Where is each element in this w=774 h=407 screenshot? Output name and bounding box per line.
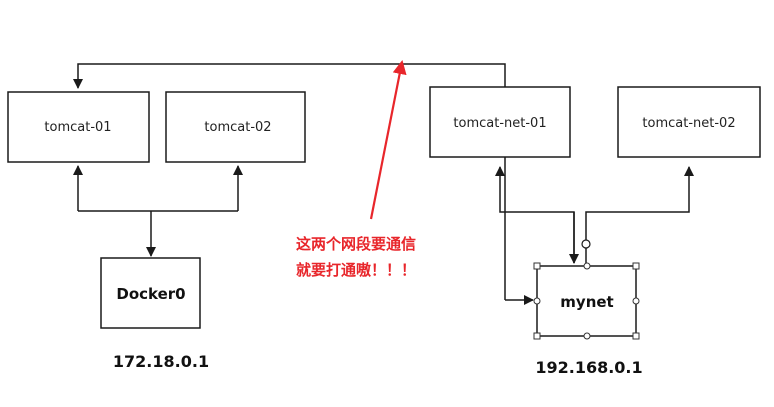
tomcatnet01-label: tomcat-net-01 xyxy=(453,116,546,131)
tomcatnet01-connector xyxy=(495,166,575,263)
handle-right-mid[interactable] xyxy=(632,297,640,305)
handle-top-mid[interactable] xyxy=(583,262,591,270)
selection-handles[interactable] xyxy=(533,262,640,340)
bridge-connector xyxy=(73,63,506,300)
annotation-line-2: 就要打通嗷！！！ xyxy=(296,261,416,279)
annotation-line-1: 这两个网段要通信 xyxy=(296,235,416,253)
tomcat02-box xyxy=(165,91,306,163)
tomcatnet01-box xyxy=(429,86,571,158)
docker0-label: Docker0 xyxy=(116,285,185,303)
mynet-ip: 192.168.0.1 xyxy=(535,358,642,377)
handle-left-mid[interactable] xyxy=(533,297,541,305)
docker0-ip: 172.18.0.1 xyxy=(113,352,209,371)
annotation-arrow xyxy=(369,60,407,220)
tomcat02-label: tomcat-02 xyxy=(204,120,271,135)
handle-bottom-mid[interactable] xyxy=(583,332,591,340)
handle-bottom-right[interactable] xyxy=(632,332,640,340)
tomcatnet02-box xyxy=(617,86,761,158)
handle-top-right[interactable] xyxy=(632,262,640,270)
handle-bottom-left[interactable] xyxy=(533,332,541,340)
tomcat01-label: tomcat-01 xyxy=(44,120,111,135)
mynet-label: mynet xyxy=(560,293,613,311)
tomcat01-box xyxy=(7,91,150,163)
docker0-box xyxy=(100,257,201,329)
tomcatnet02-label: tomcat-net-02 xyxy=(642,116,735,131)
connector-handle xyxy=(581,239,591,249)
tomcatnet02-connector xyxy=(585,166,694,244)
handle-top-left[interactable] xyxy=(533,262,541,270)
